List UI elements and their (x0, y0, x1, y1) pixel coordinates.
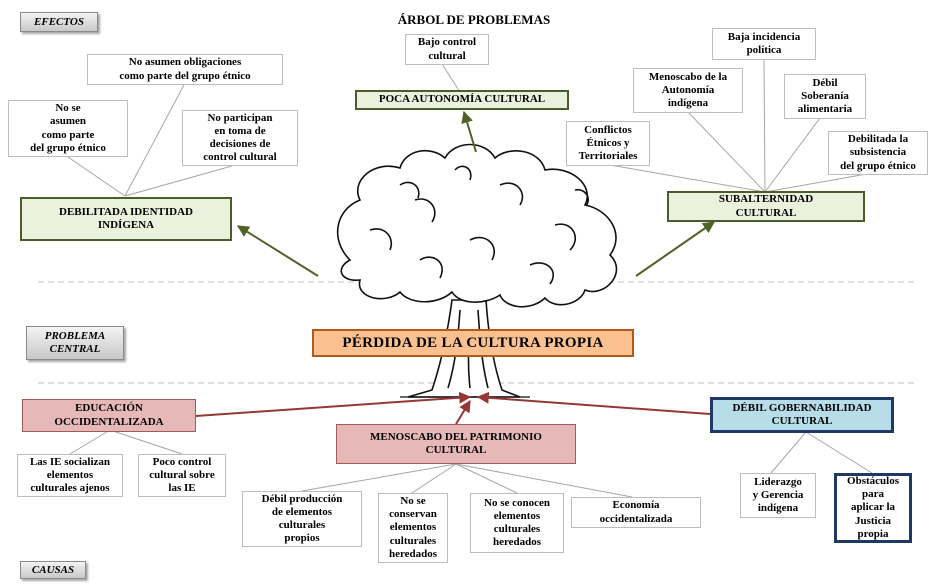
cause-gobernabilidad-sub-1: Liderazgo y Gerencia indígena (740, 473, 816, 518)
central-problem-box: PÉRDIDA DE LA CULTURA PROPIA (312, 329, 634, 357)
effect-identidad-box: DEBILITADA IDENTIDAD INDÍGENA (20, 197, 232, 241)
section-label-problema-central: PROBLEMA CENTRAL (26, 326, 124, 360)
diagram-title: ÁRBOL DE PROBLEMAS (397, 12, 551, 27)
effect-subalternidad-sub-1: Conflictos Étnicos y Territoriales (566, 121, 650, 166)
tree-illustration (336, 143, 618, 398)
cause-patrimonio-sub-4: Economía occidentalizada (571, 497, 701, 528)
effect-subalternidad-sub-4: Débil Soberanía alimentaria (784, 74, 866, 119)
cause-patrimonio-sub-1: Débil producción de elementos culturales… (242, 491, 362, 547)
effect-autonomia-box: POCA AUTONOMÍA CULTURAL (355, 90, 569, 110)
cause-patrimonio-sub-3: No se conocen elementos culturales hered… (470, 493, 564, 553)
section-label-causas: CAUSAS (20, 561, 86, 579)
effect-identidad-sub-2: No asumen obligaciones como parte del gr… (87, 54, 283, 85)
cause-educacion-sub-2: Poco control cultural sobre las IE (138, 454, 226, 497)
cause-educacion-sub-1: Las IE socializan elementos culturales a… (17, 454, 123, 497)
effect-subalternidad-sub-3: Baja incidencia política (712, 28, 816, 60)
cause-patrimonio-box: MENOSCABO DEL PATRIMONIO CULTURAL (336, 424, 576, 464)
effect-autonomia-sub-1: Bajo control cultural (405, 34, 489, 65)
cause-gobernabilidad-box: DÉBIL GOBERNABILIDAD CULTURAL (710, 397, 894, 433)
cause-patrimonio-sub-2: No se conservan elementos culturales her… (378, 493, 448, 563)
cause-educacion-box: EDUCACIÓN OCCIDENTALIZADA (22, 399, 196, 432)
effect-identidad-sub-1: No se asumen como parte del grupo étnico (8, 100, 128, 157)
effect-subalternidad-sub-5: Debilitada la subsistencia del grupo étn… (828, 131, 928, 175)
effect-subalternidad-sub-2: Menoscabo de la Autonomía indígena (633, 68, 743, 113)
effect-identidad-sub-3: No participan en toma de decisiones de c… (182, 110, 298, 166)
section-label-efectos: EFECTOS (20, 12, 98, 32)
effect-subalternidad-box: SUBALTERNIDAD CULTURAL (667, 191, 865, 222)
cause-gobernabilidad-sub-2: Obstáculos para aplicar la Justicia prop… (834, 473, 912, 543)
